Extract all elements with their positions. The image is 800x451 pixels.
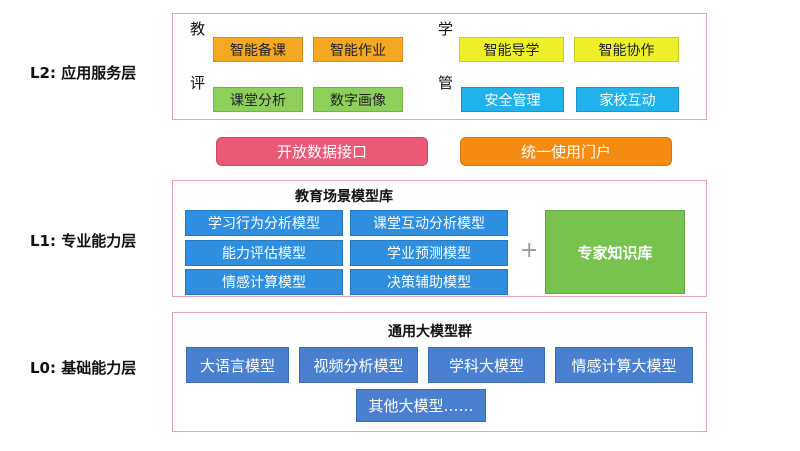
model-academic-prediction: 学业预测模型 [350, 240, 508, 266]
general-model-group-title: 通用大模型群 [388, 324, 472, 340]
service-smart-homework: 智能作业 [313, 37, 403, 62]
service-digital-portrait: 数字画像 [313, 87, 403, 112]
model-video-analysis: 视频分析模型 [299, 347, 418, 383]
service-safety-management: 安全管理 [461, 87, 564, 112]
model-decision-support: 决策辅助模型 [350, 269, 508, 295]
service-smart-guidance: 智能导学 [459, 37, 564, 62]
category-learn: 学 [438, 20, 454, 38]
service-smart-lesson-prep: 智能备课 [213, 37, 303, 62]
plus-icon: + [520, 238, 539, 263]
model-affective-computing: 情感计算模型 [185, 269, 343, 295]
layer-label-l1: L1: 专业能力层 [30, 232, 137, 250]
model-class-interaction: 课堂互动分析模型 [350, 210, 508, 236]
unified-portal: 统一使用门户 [460, 137, 672, 166]
service-smart-collaboration: 智能协作 [574, 37, 679, 62]
category-manage: 管 [438, 74, 454, 92]
service-class-analysis: 课堂分析 [213, 87, 303, 112]
model-other-large: 其他大模型…… [356, 389, 486, 422]
model-library-title: 教育场景模型库 [295, 189, 393, 205]
model-large-language: 大语言模型 [186, 347, 289, 383]
expert-knowledge-base: 专家知识库 [545, 210, 685, 294]
model-learning-behavior: 学习行为分析模型 [185, 210, 343, 236]
category-evaluate: 评 [190, 74, 206, 92]
service-home-school: 家校互动 [576, 87, 679, 112]
model-affective-large: 情感计算大模型 [555, 347, 693, 383]
layer-label-l0: L0: 基础能力层 [30, 359, 137, 377]
category-teach: 教 [190, 20, 206, 38]
model-ability-assessment: 能力评估模型 [185, 240, 343, 266]
model-subject-large: 学科大模型 [428, 347, 545, 383]
layer-label-l2: L2: 应用服务层 [30, 64, 137, 82]
open-data-interface: 开放数据接口 [216, 137, 428, 166]
